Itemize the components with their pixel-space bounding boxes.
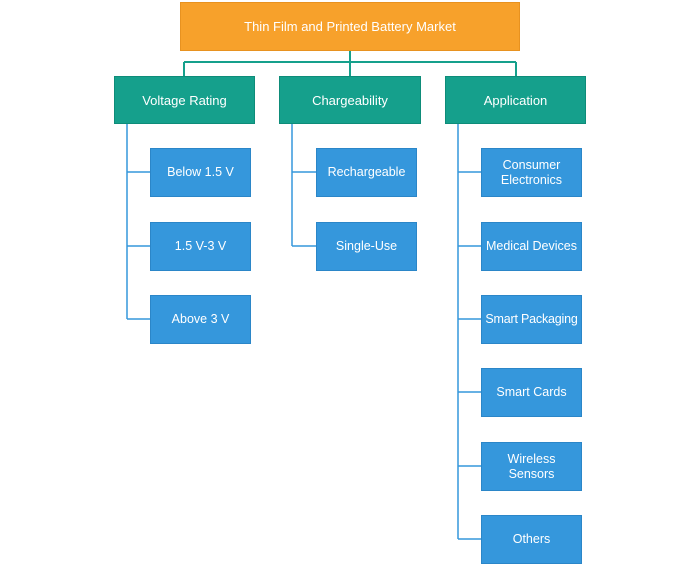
- leaf-rechargeable: Rechargeable: [316, 148, 417, 197]
- root-node: Thin Film and Printed Battery Market: [180, 2, 520, 51]
- leaf-single-use: Single-Use: [316, 222, 417, 271]
- leaf-above-3-v: Above 3 V: [150, 295, 251, 344]
- category-chargeability: Chargeability: [279, 76, 421, 124]
- leaf-below-1-5-v: Below 1.5 V: [150, 148, 251, 197]
- leaf-consumer-electronics: Consumer Electronics: [481, 148, 582, 197]
- leaf-smart-cards: Smart Cards: [481, 368, 582, 417]
- leaf-1-5-v-3-v: 1.5 V-3 V: [150, 222, 251, 271]
- category-voltage-rating: Voltage Rating: [114, 76, 255, 124]
- leaf-wireless-sensors: Wireless Sensors: [481, 442, 582, 491]
- leaf-smart-packaging: Smart Packaging: [481, 295, 582, 344]
- leaf-others: Others: [481, 515, 582, 564]
- leaf-medical-devices: Medical Devices: [481, 222, 582, 271]
- category-application: Application: [445, 76, 586, 124]
